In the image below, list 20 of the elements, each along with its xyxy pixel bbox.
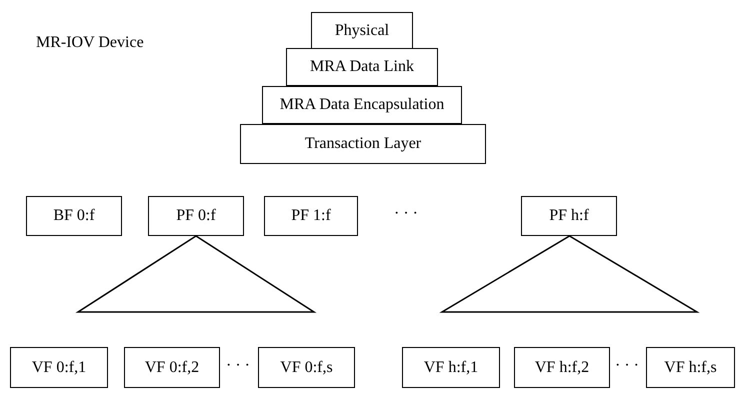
ellipsis: · · · <box>226 357 250 375</box>
function-box: PF h:f <box>521 196 617 236</box>
function-box: VF 0:f,1 <box>10 347 108 388</box>
function-box: VF h:f,s <box>646 347 735 388</box>
layer-box: Transaction Layer <box>240 124 486 164</box>
function-box: BF 0:f <box>26 196 122 236</box>
layer-box: MRA Data Link <box>286 48 438 86</box>
function-box: VF h:f,2 <box>514 347 610 388</box>
ellipsis: · · · <box>615 357 639 375</box>
layer-box: Physical <box>311 12 413 49</box>
ellipsis: · · · <box>394 205 418 223</box>
function-box: VF 0:f,2 <box>124 347 220 388</box>
function-box: PF 0:f <box>148 196 244 236</box>
device-caption: MR-IOV Device <box>36 34 144 52</box>
function-box: VF 0:f,s <box>258 347 355 388</box>
function-box: PF 1:f <box>264 196 358 236</box>
function-box: VF h:f,1 <box>402 347 500 388</box>
triangle-shape <box>442 236 697 312</box>
triangle-shape <box>78 236 314 312</box>
layer-box: MRA Data Encapsulation <box>262 86 462 124</box>
